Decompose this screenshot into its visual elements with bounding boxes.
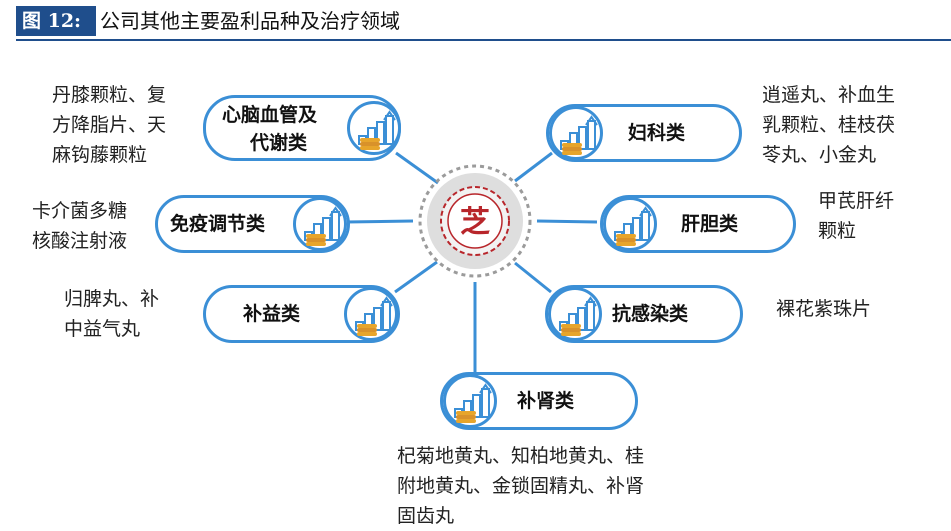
figure-title: 公司其他主要盈利品种及治疗领域 <box>100 9 400 33</box>
tonic-products-line: 中益气丸 <box>64 318 141 340</box>
bar-chart-growth-coins-icon <box>559 297 597 337</box>
category-immune-label: 免疫调节类 <box>170 213 266 235</box>
liver-products-line: 颗粒 <box>818 220 857 242</box>
cardio-products-line: 丹膝颗粒、复 <box>52 84 167 106</box>
infect-products: 裸花紫珠片 <box>776 294 871 324</box>
category-cardio-label-line1: 心脑血管及 <box>222 104 318 126</box>
logo-character: 芝 <box>460 205 490 240</box>
bar-chart-growth-coins-icon <box>358 111 396 151</box>
immune-products-line: 卡介菌多糖 <box>32 200 128 222</box>
immune-products-line: 核酸注射液 <box>32 230 128 252</box>
cardio-icon-circle <box>347 101 401 155</box>
immune-icon-circle <box>293 197 347 251</box>
category-infect-label: 抗感染类 <box>612 303 689 325</box>
cardio-products: 丹膝颗粒、复 方降脂片、天 麻钩藤颗粒 <box>52 80 166 170</box>
liver-products: 甲芪肝纤 颗粒 <box>818 186 894 246</box>
bar-chart-growth-coins-icon <box>304 207 342 247</box>
gyn-products-line: 逍遥丸、补血生 <box>762 84 896 106</box>
figure-header: 图 12: 公司其他主要盈利品种及治疗领域 <box>0 0 951 44</box>
cardio-products-line: 麻钩藤颗粒 <box>52 144 148 166</box>
connector-liver <box>536 219 598 224</box>
connector-immune <box>345 219 414 224</box>
gyn-products-line: 乳颗粒、桂枝茯 <box>762 114 896 136</box>
cardio-products-line: 方降脂片、天 <box>52 114 167 136</box>
kidney-icon-circle <box>443 374 497 428</box>
connector-cardio <box>395 151 439 185</box>
tonic-products: 归脾丸、补 中益气丸 <box>64 284 159 344</box>
category-gyn-label: 妇科类 <box>628 122 686 144</box>
kidney-products-line: 固齿丸 <box>397 505 455 527</box>
bar-chart-growth-coins-icon <box>614 207 652 247</box>
header-divider <box>16 39 951 41</box>
liver-icon-circle <box>603 197 657 251</box>
kidney-products: 杞菊地黄丸、知柏地黄丸、桂 附地黄丸、金锁固精丸、补肾 固齿丸 <box>397 441 644 531</box>
connector-tonic <box>394 260 438 294</box>
category-cardio-label-line2: 代谢类 <box>250 132 308 154</box>
category-liver-label: 肝胆类 <box>681 213 739 235</box>
gyn-products: 逍遥丸、补血生 乳颗粒、桂枝茯 苓丸、小金丸 <box>762 80 895 170</box>
company-logo-icon: 芝 <box>418 164 532 278</box>
company-logo: 芝 <box>416 162 534 280</box>
liver-products-line: 甲芪肝纤 <box>818 190 895 212</box>
bar-chart-growth-coins-icon <box>560 116 598 156</box>
category-kidney-label: 补肾类 <box>517 390 575 412</box>
gyn-icon-circle <box>549 106 603 160</box>
kidney-products-line: 杞菊地黄丸、知柏地黄丸、桂 <box>397 445 645 467</box>
kidney-products-line: 附地黄丸、金锁固精丸、补肾 <box>397 475 645 497</box>
bar-chart-growth-coins-icon <box>355 297 393 337</box>
gyn-products-line: 苓丸、小金丸 <box>762 144 877 166</box>
figure-label: 图 12: <box>16 6 96 36</box>
bar-chart-growth-coins-icon <box>454 384 492 424</box>
immune-products: 卡介菌多糖 核酸注射液 <box>32 196 127 256</box>
tonic-products-line: 归脾丸、补 <box>64 288 160 310</box>
tonic-icon-circle <box>344 287 398 341</box>
infect-products-line: 裸花紫珠片 <box>776 298 872 320</box>
connector-gyn <box>514 151 553 183</box>
infect-icon-circle <box>548 287 602 341</box>
category-tonic-label: 补益类 <box>243 303 301 325</box>
connector-infect <box>514 261 552 294</box>
